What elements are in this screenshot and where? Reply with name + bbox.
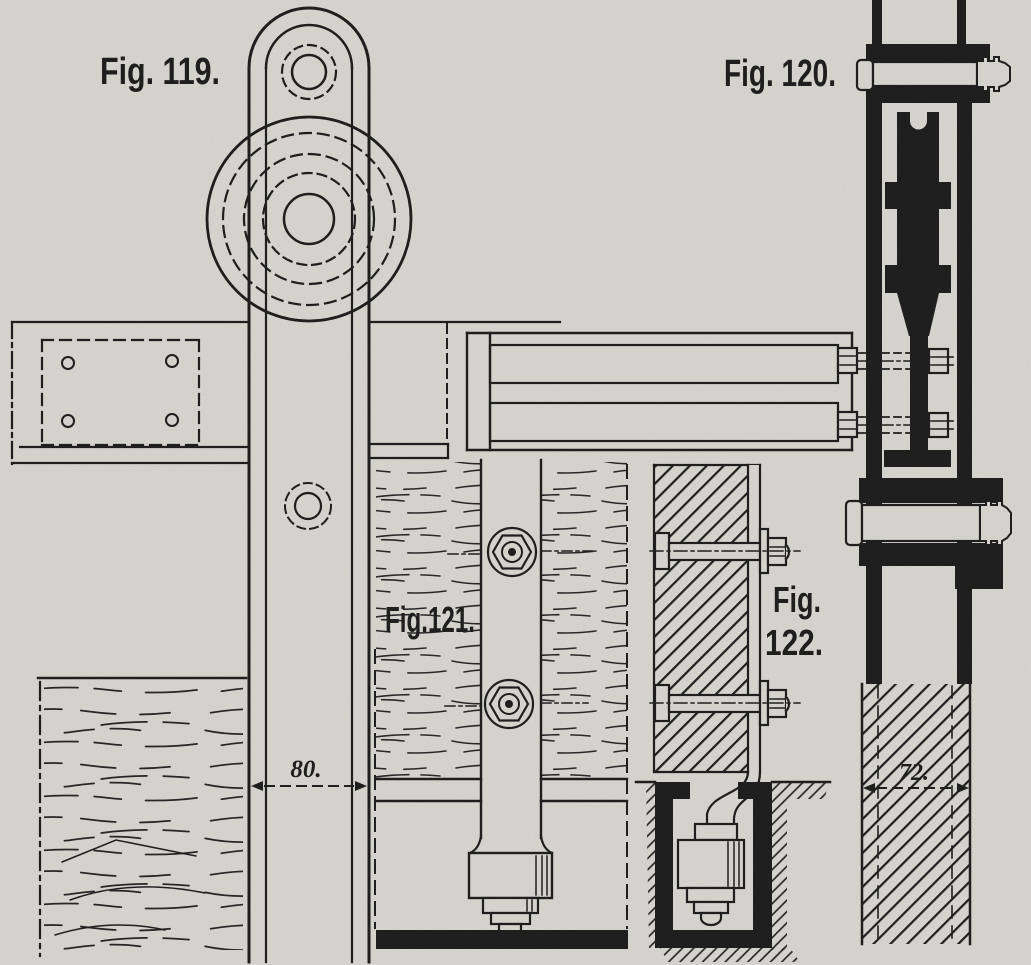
technical-drawing-svg: 80. Fig. 119. [0, 0, 1031, 965]
paper-texture-overlay [0, 0, 1031, 965]
scanned-book-plate: 80. Fig. 119. [0, 0, 1031, 965]
